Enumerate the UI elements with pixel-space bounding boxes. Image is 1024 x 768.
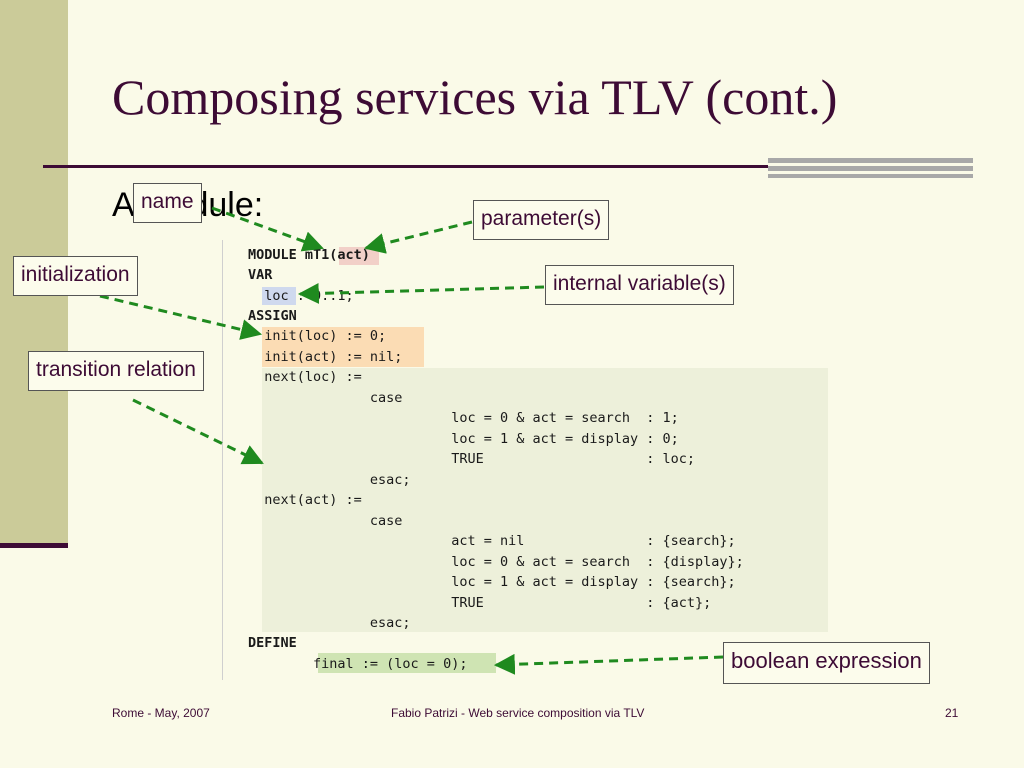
callout-initialization: initialization bbox=[13, 256, 138, 296]
internal-variable-arrow bbox=[297, 282, 545, 304]
code-line: loc = 1 & act = display : 0; bbox=[248, 431, 679, 447]
code-line: case bbox=[248, 513, 403, 529]
boolean-expression-highlight bbox=[318, 653, 496, 673]
title-divider-accent bbox=[768, 158, 973, 178]
code-line: TRUE : loc; bbox=[248, 451, 696, 467]
callout-transition-relation: transition relation bbox=[28, 351, 204, 391]
transition-relation-arrow bbox=[132, 398, 264, 465]
callout-name: name bbox=[133, 183, 202, 223]
code-line: loc = 1 & act = display : {search}; bbox=[248, 574, 736, 590]
code-line: esac; bbox=[248, 472, 411, 488]
code-line: next(act) := bbox=[248, 492, 362, 508]
transition-highlight bbox=[262, 368, 828, 632]
footer-location-date: Rome - May, 2007 bbox=[112, 706, 210, 720]
boolean-expression-arrow bbox=[493, 653, 724, 675]
left-accent-bar-edge bbox=[0, 543, 68, 548]
initialization-arrow bbox=[99, 294, 263, 340]
name-arrow bbox=[211, 206, 324, 252]
footer-page-number: 21 bbox=[945, 706, 959, 720]
callout-internal-variables: internal variable(s) bbox=[545, 265, 734, 305]
code-line: init(loc) := 0; bbox=[248, 328, 387, 344]
code-line: TRUE : {act}; bbox=[248, 595, 712, 611]
parameter-arrow bbox=[363, 220, 473, 254]
code-line: DEFINE bbox=[248, 635, 297, 651]
callout-boolean-expression: boolean expression bbox=[723, 642, 930, 684]
title-divider bbox=[43, 165, 768, 168]
code-line: VAR bbox=[248, 267, 273, 283]
callout-parameters: parameter(s) bbox=[473, 200, 610, 240]
initialization-highlight bbox=[262, 327, 424, 367]
footer-author-title: Fabio Patrizi - Web service composition … bbox=[391, 706, 645, 720]
code-panel bbox=[222, 240, 833, 680]
code-line: case bbox=[248, 390, 403, 406]
variable-highlight bbox=[262, 287, 296, 305]
code-line: esac; bbox=[248, 615, 411, 631]
code-line: act = nil : {search}; bbox=[248, 533, 736, 549]
code-line: loc = 0 & act = search : {display}; bbox=[248, 554, 744, 570]
slide-title: Composing services via TLV (cont.) bbox=[112, 69, 838, 125]
code-line: loc = 0 & act = search : 1; bbox=[248, 410, 679, 426]
code-line: next(loc) := bbox=[248, 369, 362, 385]
code-line: init(act) := nil; bbox=[248, 349, 403, 365]
code-line: final := (loc = 0); bbox=[248, 656, 468, 672]
